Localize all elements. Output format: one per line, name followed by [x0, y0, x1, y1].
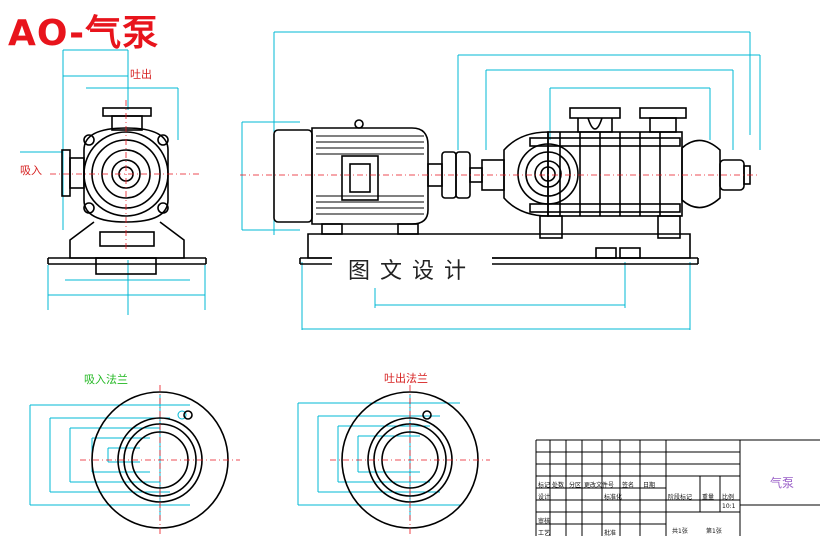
tb-approve: 批准: [604, 530, 617, 537]
tb-standard: 标准化: [604, 494, 623, 501]
side-view: [47, 107, 207, 275]
outlet-label: 吐出: [130, 68, 152, 81]
inlet-flange-label: 吸入法兰: [84, 373, 128, 386]
tb-count: 处数: [552, 482, 565, 489]
tb-change-doc: 更改文件号: [584, 482, 615, 489]
title-block: [535, 439, 820, 536]
flange-centerlines: [80, 385, 490, 535]
tb-process: 工艺: [538, 530, 551, 537]
tb-design: 设计: [538, 494, 551, 501]
side-view-centerlines: [50, 100, 200, 250]
tb-ratio: 比例: [722, 494, 735, 501]
tb-drawing-name: 气泵: [770, 476, 795, 490]
drawing-title: AO-气泵: [8, 13, 160, 54]
tb-weight: 重量: [702, 494, 715, 501]
outlet-flange-label: 吐出法兰: [384, 372, 428, 385]
tb-sheets-total: 共1张: [672, 528, 688, 535]
tb-zone: 分区: [569, 482, 582, 489]
tb-sheet-no: 第1张: [706, 528, 722, 535]
tb-stage-mark: 阶段标记: [668, 494, 693, 501]
tb-mark: 标记: [538, 482, 551, 489]
tb-check: 审核: [538, 518, 551, 525]
tb-scale: 10:1: [722, 503, 736, 510]
inlet-label: 吸入: [20, 164, 42, 177]
watermark-text: 图文设计: [332, 250, 492, 288]
tb-sign: 签名: [622, 482, 635, 489]
dimension-lines: [20, 31, 761, 520]
tb-date: 日期: [643, 482, 656, 489]
